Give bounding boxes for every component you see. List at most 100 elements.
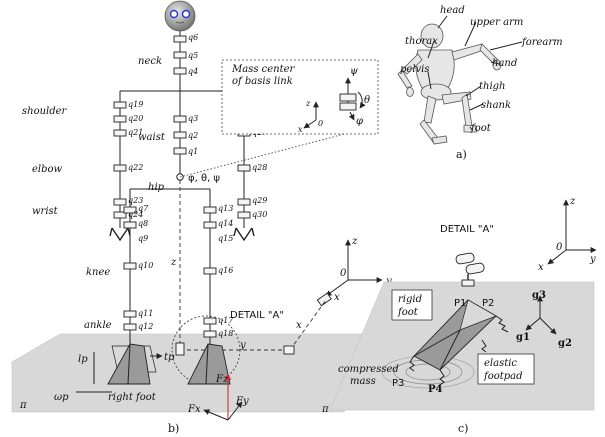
y-distance-label: y (239, 340, 246, 351)
caption-b: b) (168, 422, 179, 435)
left-gripper-icon (109, 227, 131, 242)
q3-label: q3 (188, 114, 198, 123)
psi-label: ψ (350, 66, 358, 77)
p2-label: P2 (482, 298, 494, 309)
compressed-mass-line2: mass (350, 376, 376, 387)
z-distance-label: z (170, 257, 177, 268)
panel-c-foot-detail: π DETAIL "A" z y 0 x g3 g1 g2 (321, 196, 597, 435)
left-foot (187, 343, 231, 385)
wp-label: ωp (54, 392, 69, 403)
q10-label: q10 (138, 261, 153, 270)
robot-head-sphere (164, 0, 196, 32)
q6-label: q6 (188, 33, 198, 42)
right-gripper-icon (233, 227, 255, 242)
q18-label: q18 (218, 329, 233, 338)
label-forearm: forearm (521, 37, 563, 48)
label-knee: knee (86, 267, 110, 278)
caption-a: a) (456, 148, 467, 161)
tp-label: tp (164, 352, 175, 363)
q30-label: q30 (252, 210, 267, 219)
q22-label: q22 (128, 163, 143, 172)
phi-label: φ (356, 116, 363, 127)
q4-label: q4 (188, 67, 198, 76)
world-y-label: y (385, 276, 392, 287)
g1-label: g1 (516, 332, 530, 343)
world-x-label: x (334, 292, 340, 303)
label-thigh: thigh (479, 81, 506, 92)
q15-label: q15 (218, 234, 233, 243)
q9-label: q9 (138, 234, 148, 243)
panel-a-human-figure: head upper arm thorax forearm hand pelvi… (397, 5, 563, 161)
q17-label: q17 (218, 316, 234, 325)
plane-label-b: π (19, 400, 27, 411)
spring-side (481, 339, 487, 353)
q1-label: q1 (188, 147, 198, 156)
elastic-footpad-line1: elastic (484, 358, 517, 369)
human-right-thigh (441, 91, 472, 105)
q24-label: q24 (128, 210, 143, 219)
label-upper-arm: upper arm (470, 17, 523, 28)
detail-a-label-c: DETAIL "A" (440, 224, 494, 235)
elastic-footpad-line2: footpad (483, 371, 523, 382)
panel-b-kinematic-model: π (11, 0, 393, 435)
label-waist: waist (138, 132, 166, 143)
label-hip: hip (148, 182, 165, 193)
q13-label: q13 (218, 204, 233, 213)
elastic-footpad-box (477, 353, 535, 385)
g2-label: g2 (558, 338, 572, 349)
q28-label: q28 (252, 163, 267, 172)
label-foot: foot (470, 123, 492, 134)
spring-p4 (439, 369, 445, 386)
human-left-foot (431, 135, 448, 145)
label-shank: shank (481, 100, 511, 111)
c-zero-label: 0 (556, 242, 563, 253)
label-hand: hand (492, 58, 517, 69)
p4-label: P4 (428, 384, 443, 395)
q14-label: q14 (218, 219, 233, 228)
caption-c: c) (458, 422, 468, 435)
human-left-upper-arm (401, 53, 423, 75)
label-right-foot: right foot (108, 392, 157, 403)
fy-label: Fy (235, 396, 249, 407)
detail-a-label-b: DETAIL "A" (230, 310, 284, 321)
c-z-label: z (569, 196, 576, 207)
spring-p2 (495, 315, 509, 333)
label-pelvis: pelvis (400, 64, 430, 75)
x-distance-label: x (296, 320, 302, 331)
world-zero-label: 0 (340, 268, 347, 279)
label-elbow: elbow (32, 164, 63, 175)
fx-label: Fx (187, 404, 201, 415)
q19-label: q19 (128, 100, 143, 109)
human-right-upper-arm (451, 43, 485, 61)
human-left-hand (406, 87, 414, 97)
rigid-foot-line2: foot (397, 307, 419, 318)
q21-label: q21 (128, 128, 143, 137)
q5-label: q5 (188, 51, 198, 60)
c-y-label: y (589, 254, 596, 265)
q8-label: q8 (138, 219, 148, 228)
joint-symbols (113, 35, 251, 338)
spring-p3 (409, 355, 415, 372)
q2-label: q2 (188, 131, 198, 140)
p3-label: P3 (392, 378, 404, 389)
world-z-label: z (351, 236, 358, 247)
angles-label: φ, θ, ψ (188, 173, 220, 184)
label-thorax: thorax (405, 36, 438, 47)
foot-pyramid-face (459, 299, 497, 331)
rigid-foot-line1: rigid (398, 294, 422, 305)
label-shoulder: shoulder (22, 106, 68, 117)
label-ankle: ankle (84, 320, 112, 331)
mass-center-title-2: of basis link (232, 76, 293, 87)
q11-label: q11 (138, 309, 153, 318)
label-neck: neck (138, 56, 162, 67)
label-head: head (440, 5, 465, 16)
human-left-thigh (423, 95, 437, 124)
q20-label: q20 (128, 114, 143, 123)
label-wrist: wrist (32, 206, 59, 217)
compressed-mass-line1: compressed (338, 364, 399, 375)
inset-z-label: z (305, 99, 311, 108)
theta-label: θ (364, 95, 370, 106)
inset-x-label: x (298, 125, 303, 134)
q16-label: q16 (218, 266, 233, 275)
